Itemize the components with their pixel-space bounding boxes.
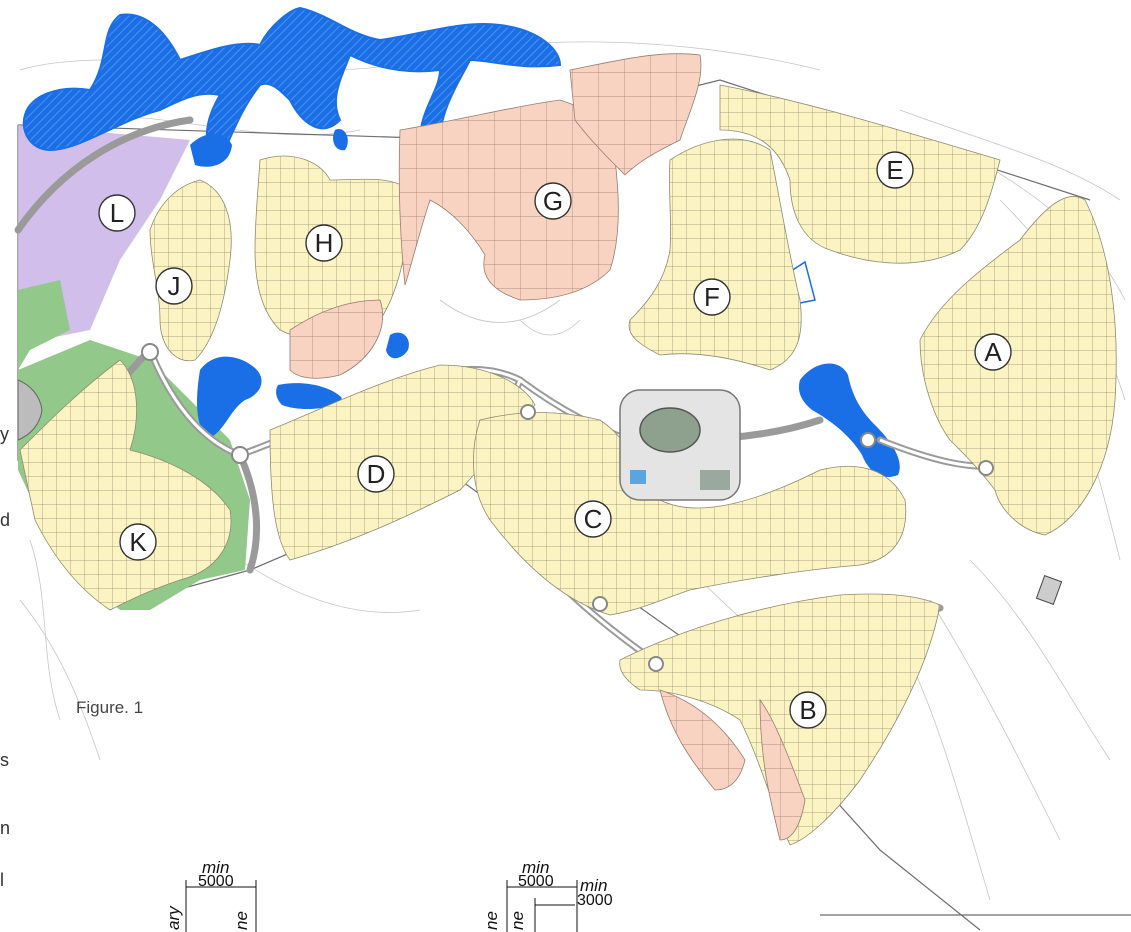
zone-label-a: A bbox=[974, 333, 1012, 371]
svg-text:K: K bbox=[129, 527, 147, 557]
zone-labels: A B C D E F G H J K L bbox=[98, 151, 1012, 729]
svg-text:H: H bbox=[315, 228, 334, 258]
zone-k-green-area bbox=[18, 280, 70, 370]
zone-label-c: C bbox=[574, 500, 612, 538]
dim-right-min-label: min bbox=[522, 858, 550, 877]
zone-label-g: G bbox=[534, 182, 572, 220]
dim-right-value: 5000 bbox=[518, 873, 554, 890]
dim-left-side-text-1: ary bbox=[164, 906, 183, 930]
edge-text-4: n bbox=[0, 818, 11, 838]
svg-text:G: G bbox=[543, 186, 563, 216]
svg-text:D: D bbox=[367, 459, 386, 489]
edge-text-5: l bbox=[0, 870, 4, 890]
zone-label-b: B bbox=[789, 691, 827, 729]
zone-label-f: F bbox=[693, 278, 731, 316]
dim-left-value: 5000 bbox=[198, 873, 234, 890]
svg-text:F: F bbox=[704, 282, 720, 312]
svg-text:J: J bbox=[168, 271, 181, 301]
dimension-lines bbox=[185, 880, 578, 932]
edge-structure bbox=[17, 379, 43, 441]
dim-right-min2-label: min bbox=[580, 876, 608, 895]
dim-left-min-label: min bbox=[202, 858, 230, 877]
dim-right-side-text-2: ne bbox=[508, 911, 527, 930]
residential-parcels bbox=[19, 84, 1117, 846]
svg-text:E: E bbox=[886, 155, 903, 185]
svg-text:A: A bbox=[984, 337, 1002, 367]
svg-text:L: L bbox=[110, 198, 124, 228]
figure-caption: Figure. 1 bbox=[76, 698, 144, 717]
dim-left-side-text-2: ne bbox=[232, 911, 251, 930]
svg-text:C: C bbox=[584, 504, 603, 534]
small-building bbox=[1035, 575, 1063, 605]
edge-text-2: d bbox=[0, 510, 11, 530]
dim-right-value2: 3000 bbox=[577, 892, 613, 909]
zone-label-e: E bbox=[876, 151, 914, 189]
zone-label-l: L bbox=[98, 194, 136, 232]
stadium bbox=[619, 389, 741, 501]
edge-text-1: y bbox=[0, 424, 9, 444]
zone-label-k: K bbox=[119, 523, 157, 561]
zone-label-d: D bbox=[357, 455, 395, 493]
dim-right-side-text-1: ne bbox=[482, 911, 501, 930]
large-lot-parcels bbox=[289, 53, 806, 841]
edge-text-3: s bbox=[0, 750, 9, 770]
svg-text:B: B bbox=[799, 695, 816, 725]
zone-label-j: J bbox=[155, 267, 193, 305]
zone-label-h: H bbox=[305, 224, 343, 262]
roundabouts bbox=[141, 343, 994, 672]
